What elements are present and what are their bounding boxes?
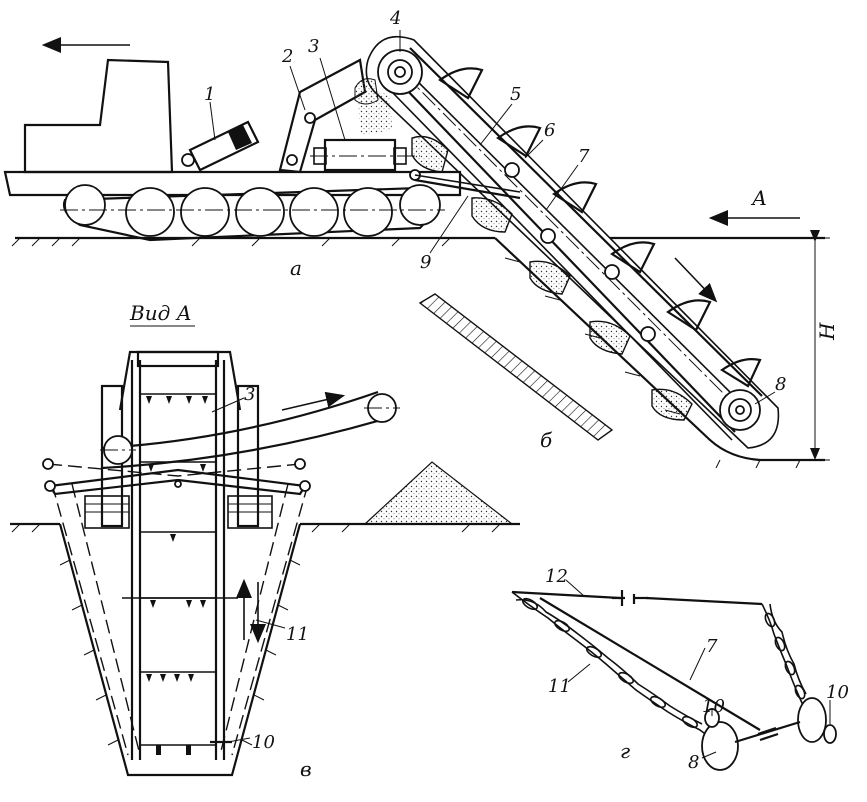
- helical-cutter-11: [511, 591, 717, 743]
- view-a-side-view: [3, 37, 825, 254]
- digging-boom: [365, 30, 780, 449]
- track-wheels: [64, 184, 441, 237]
- idler-sprocket-8: [719, 389, 761, 431]
- view-label-a: а: [290, 256, 302, 280]
- callout-10-right: 10: [826, 682, 849, 703]
- chain-frame-front: [42, 350, 311, 760]
- callout-2: 2: [281, 46, 293, 67]
- trench-slope: [418, 237, 825, 469]
- callout-8-schematic: 8: [688, 752, 699, 773]
- buckets-6: [438, 67, 762, 388]
- callout-9: 9: [420, 252, 431, 273]
- labels: 1 2 3 4 5 6 7 9 8 а б А Н Вид А 3 11 10 …: [129, 8, 849, 781]
- side-cutters-11: [51, 483, 129, 756]
- buckets-underside: [411, 135, 693, 421]
- view-g-schematic: [511, 579, 837, 771]
- callout-4: 4: [389, 8, 401, 29]
- callout-11-front: 11: [286, 624, 309, 645]
- trench-wall-section: [418, 293, 614, 441]
- conveyor-arrow: [281, 391, 346, 411]
- direction-label-a: А: [750, 186, 767, 210]
- support-rollers: [504, 162, 656, 342]
- trench-cross-section: [58, 523, 302, 777]
- callout-7-schematic: 7: [706, 636, 718, 657]
- callout-5: 5: [510, 84, 521, 105]
- depth-dimension: [800, 230, 830, 461]
- callout-11-schematic: 11: [548, 676, 571, 697]
- callout-12: 12: [545, 566, 568, 587]
- spoil-at-drive: [354, 78, 379, 105]
- chassis: [3, 170, 462, 197]
- chain-motion-arrow: [674, 257, 718, 303]
- callout-6: 6: [544, 120, 555, 141]
- callout-3-front: 3: [244, 384, 255, 405]
- drive-wheel-8: [701, 721, 739, 771]
- callout-8: 8: [775, 374, 786, 395]
- hydraulic-cylinder-1: [181, 120, 260, 172]
- transverse-conveyor-3-front: [100, 390, 400, 470]
- drive-sprocket-4: [377, 49, 423, 95]
- transverse-conveyor-3: [310, 138, 420, 172]
- callout-7: 7: [578, 146, 590, 167]
- view-a-caption: Вид А: [129, 301, 192, 325]
- spoil-heap: [363, 461, 514, 525]
- callout-3: 3: [308, 36, 319, 57]
- view-label-v: в: [300, 757, 312, 781]
- view-label-b: б: [540, 428, 553, 452]
- depth-label-h: Н: [815, 322, 839, 341]
- cab: [23, 58, 174, 174]
- drive-wheel-right: [797, 697, 827, 743]
- callout-1: 1: [204, 84, 215, 105]
- view-label-g: г: [620, 739, 630, 763]
- lever-2: [278, 58, 367, 174]
- ground-hatch-left: [11, 237, 451, 247]
- callout-10-front: 10: [252, 732, 275, 753]
- view-v-front-view: [10, 325, 520, 777]
- callout-10-left: 10: [702, 696, 725, 717]
